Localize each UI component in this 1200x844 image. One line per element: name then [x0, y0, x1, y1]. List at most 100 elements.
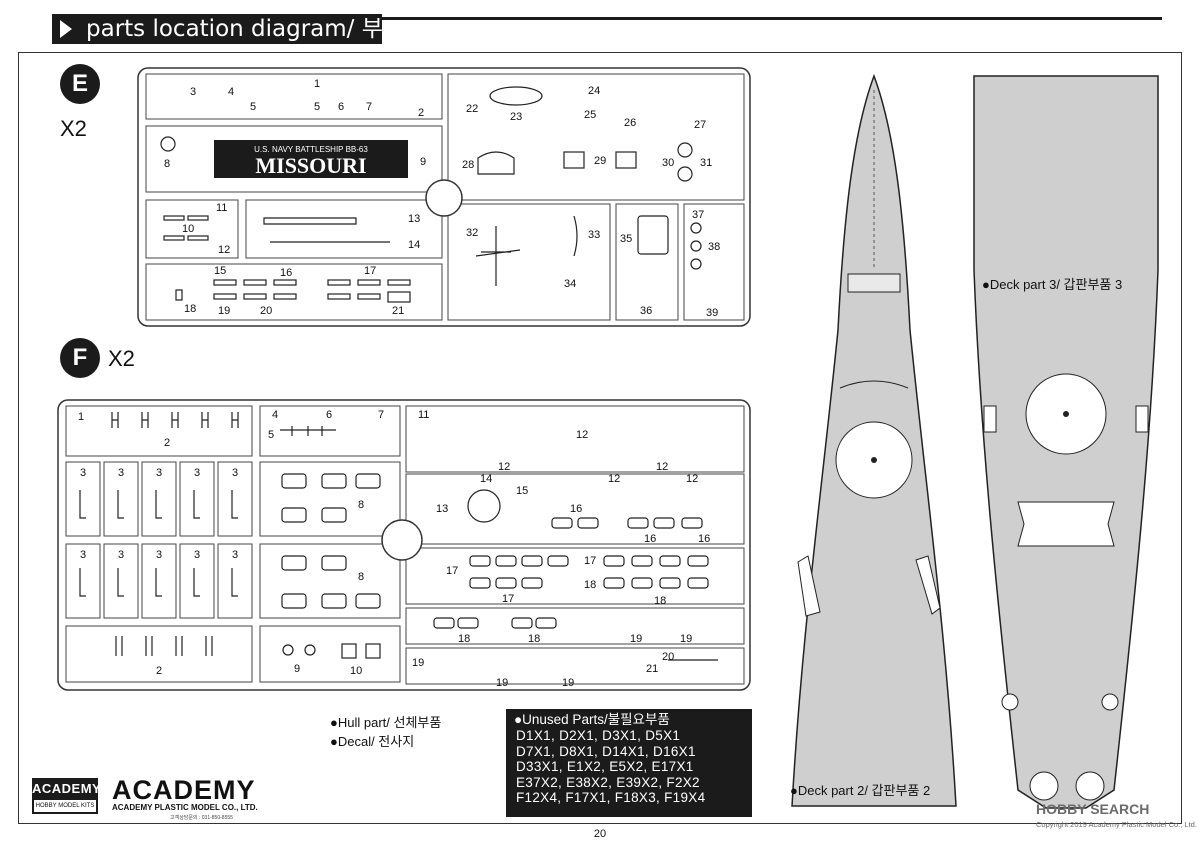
- part-num: 23: [510, 111, 522, 123]
- page-number: 20: [593, 828, 607, 840]
- deck-structure: [847, 273, 901, 293]
- part-num: 8: [358, 571, 364, 583]
- part-num: 16: [698, 533, 710, 545]
- part-num: 18: [654, 595, 666, 607]
- sprue-f-cell: [259, 461, 401, 537]
- part-num: 14: [408, 239, 420, 251]
- sprue-f-badge: F: [60, 338, 100, 378]
- part-num: 9: [420, 156, 426, 168]
- sprue-f-count: X2: [108, 346, 135, 371]
- part-num: 12: [608, 473, 620, 485]
- part-num: 20: [260, 305, 272, 317]
- part-num: 4: [228, 86, 234, 98]
- part-num: 19: [412, 657, 424, 669]
- part-num: 12: [656, 461, 668, 473]
- sprue-e-count: X2: [60, 116, 87, 141]
- unused-row: D1X1, D2X1, D3X1, D5X1: [516, 728, 681, 743]
- part-num: 17: [584, 555, 596, 567]
- deck-cutout-left: [797, 555, 821, 617]
- part-num: 36: [640, 305, 652, 317]
- deck-part-3: [973, 75, 1159, 809]
- part-num: 2: [418, 107, 424, 119]
- watermark-copyright: Copyright 2019 Academy Plastic Model Co.…: [1036, 820, 1197, 829]
- part-num: 5: [250, 101, 256, 113]
- sprue-f-cell: [259, 405, 401, 457]
- part-num: 21: [646, 663, 658, 675]
- sprue-e-cell: [145, 73, 443, 120]
- header-bar: [52, 14, 382, 44]
- part-num: 4: [272, 409, 278, 421]
- part-num: 8: [164, 158, 170, 170]
- sprue-f-cell: [259, 625, 401, 683]
- part-num: 11: [418, 409, 429, 421]
- part-num: 17: [446, 565, 458, 577]
- part-num: 38: [708, 241, 720, 253]
- part-num: 15: [214, 265, 226, 277]
- sprue-f-cell: [405, 473, 745, 545]
- watermark-text: HOBBY SEARCH: [1036, 801, 1150, 817]
- part-num: 25: [584, 109, 596, 121]
- sprue-e-cell: [447, 73, 745, 201]
- unused-row: E37X2, E38X2, E39X2, F2X2: [516, 774, 700, 790]
- part-num: 10: [350, 665, 362, 677]
- part-num: 19: [680, 633, 692, 645]
- sprue-e-cell: [447, 203, 611, 321]
- part-num: 19: [630, 633, 642, 645]
- part-num: 10: [182, 223, 194, 235]
- part-num: 30: [662, 157, 674, 169]
- deck2-label: ●Deck part 2/ 갑판부품 2: [790, 783, 931, 798]
- part-num: 16: [280, 267, 292, 279]
- part-num: 12: [498, 461, 510, 473]
- part-num: 12: [576, 429, 588, 441]
- part-num: 3: [80, 467, 86, 479]
- part-num: 35: [620, 233, 632, 245]
- part-num: 1: [314, 78, 320, 90]
- unused-parts-title: ●Unused Parts/불필요부품: [514, 712, 670, 727]
- deck-opening: [1017, 501, 1115, 547]
- part-num: 9: [294, 663, 300, 675]
- part-num: 2: [156, 665, 162, 677]
- deck-fitting: [1001, 693, 1019, 711]
- part-num: 21: [392, 305, 404, 317]
- part-num: 7: [378, 409, 384, 421]
- part-num: 3: [232, 467, 238, 479]
- part-num: 18: [528, 633, 540, 645]
- part-num: 6: [326, 409, 332, 421]
- header-rule: [382, 17, 1162, 20]
- unused-row: D7X1, D8X1, D14X1, D16X1: [516, 743, 696, 759]
- part-num: 18: [584, 579, 596, 591]
- unused-row: F12X4, F17X1, F18X3, F19X4: [516, 790, 706, 805]
- sprue-e-cell: [615, 203, 679, 321]
- part-num: 12: [218, 244, 230, 256]
- part-num: 33: [588, 229, 600, 241]
- deck-arc: [839, 380, 909, 389]
- sprue-e-badge: E: [60, 64, 100, 104]
- part-num: 2: [164, 437, 170, 449]
- part-num: 5: [268, 429, 274, 441]
- academy-wordmark: ACADEMY: [112, 775, 256, 805]
- logo-badge-sub: HOBBY MODEL KITS: [34, 800, 96, 812]
- part-num: 14: [480, 473, 492, 485]
- deck-hatch: [983, 405, 997, 433]
- part-num: 3: [118, 467, 124, 479]
- sprue-e-cell: [683, 203, 745, 321]
- sprue-gate: [381, 519, 423, 561]
- deck-part-2: [791, 73, 957, 807]
- part-num: 19: [496, 677, 508, 689]
- part-num: 11: [216, 202, 227, 214]
- sprue-e-cell: [145, 125, 443, 193]
- contact-line: 고객상담문의 : 031-850-8555: [170, 815, 233, 821]
- sprue-e-diagram: U.S. NAVY BATTLESHIP BB-63 MISSOURI 1 2 …: [137, 67, 751, 327]
- sprue-f-parts: [79, 412, 718, 661]
- part-num: 31: [700, 157, 712, 169]
- sprue-f-diagram: 1 2 2 3 3 3 3 3 3 3 3 3 3 4 5 6 7 8 8 9 …: [57, 399, 751, 691]
- turret-center: [1063, 411, 1069, 417]
- part-num: 20: [662, 651, 674, 663]
- unused-row: D33X1, E1X2, E5X2, E17X1: [516, 759, 694, 774]
- part-num: 29: [594, 155, 606, 167]
- part-num: 13: [436, 503, 448, 515]
- part-num: 5: [314, 101, 320, 113]
- diagram-frame: [18, 52, 1182, 824]
- unused-parts-box: ●Unused Parts/불필요부품 D1X1, D2X1, D3X1, D5…: [506, 709, 752, 817]
- sprue-f-cell: [405, 607, 745, 645]
